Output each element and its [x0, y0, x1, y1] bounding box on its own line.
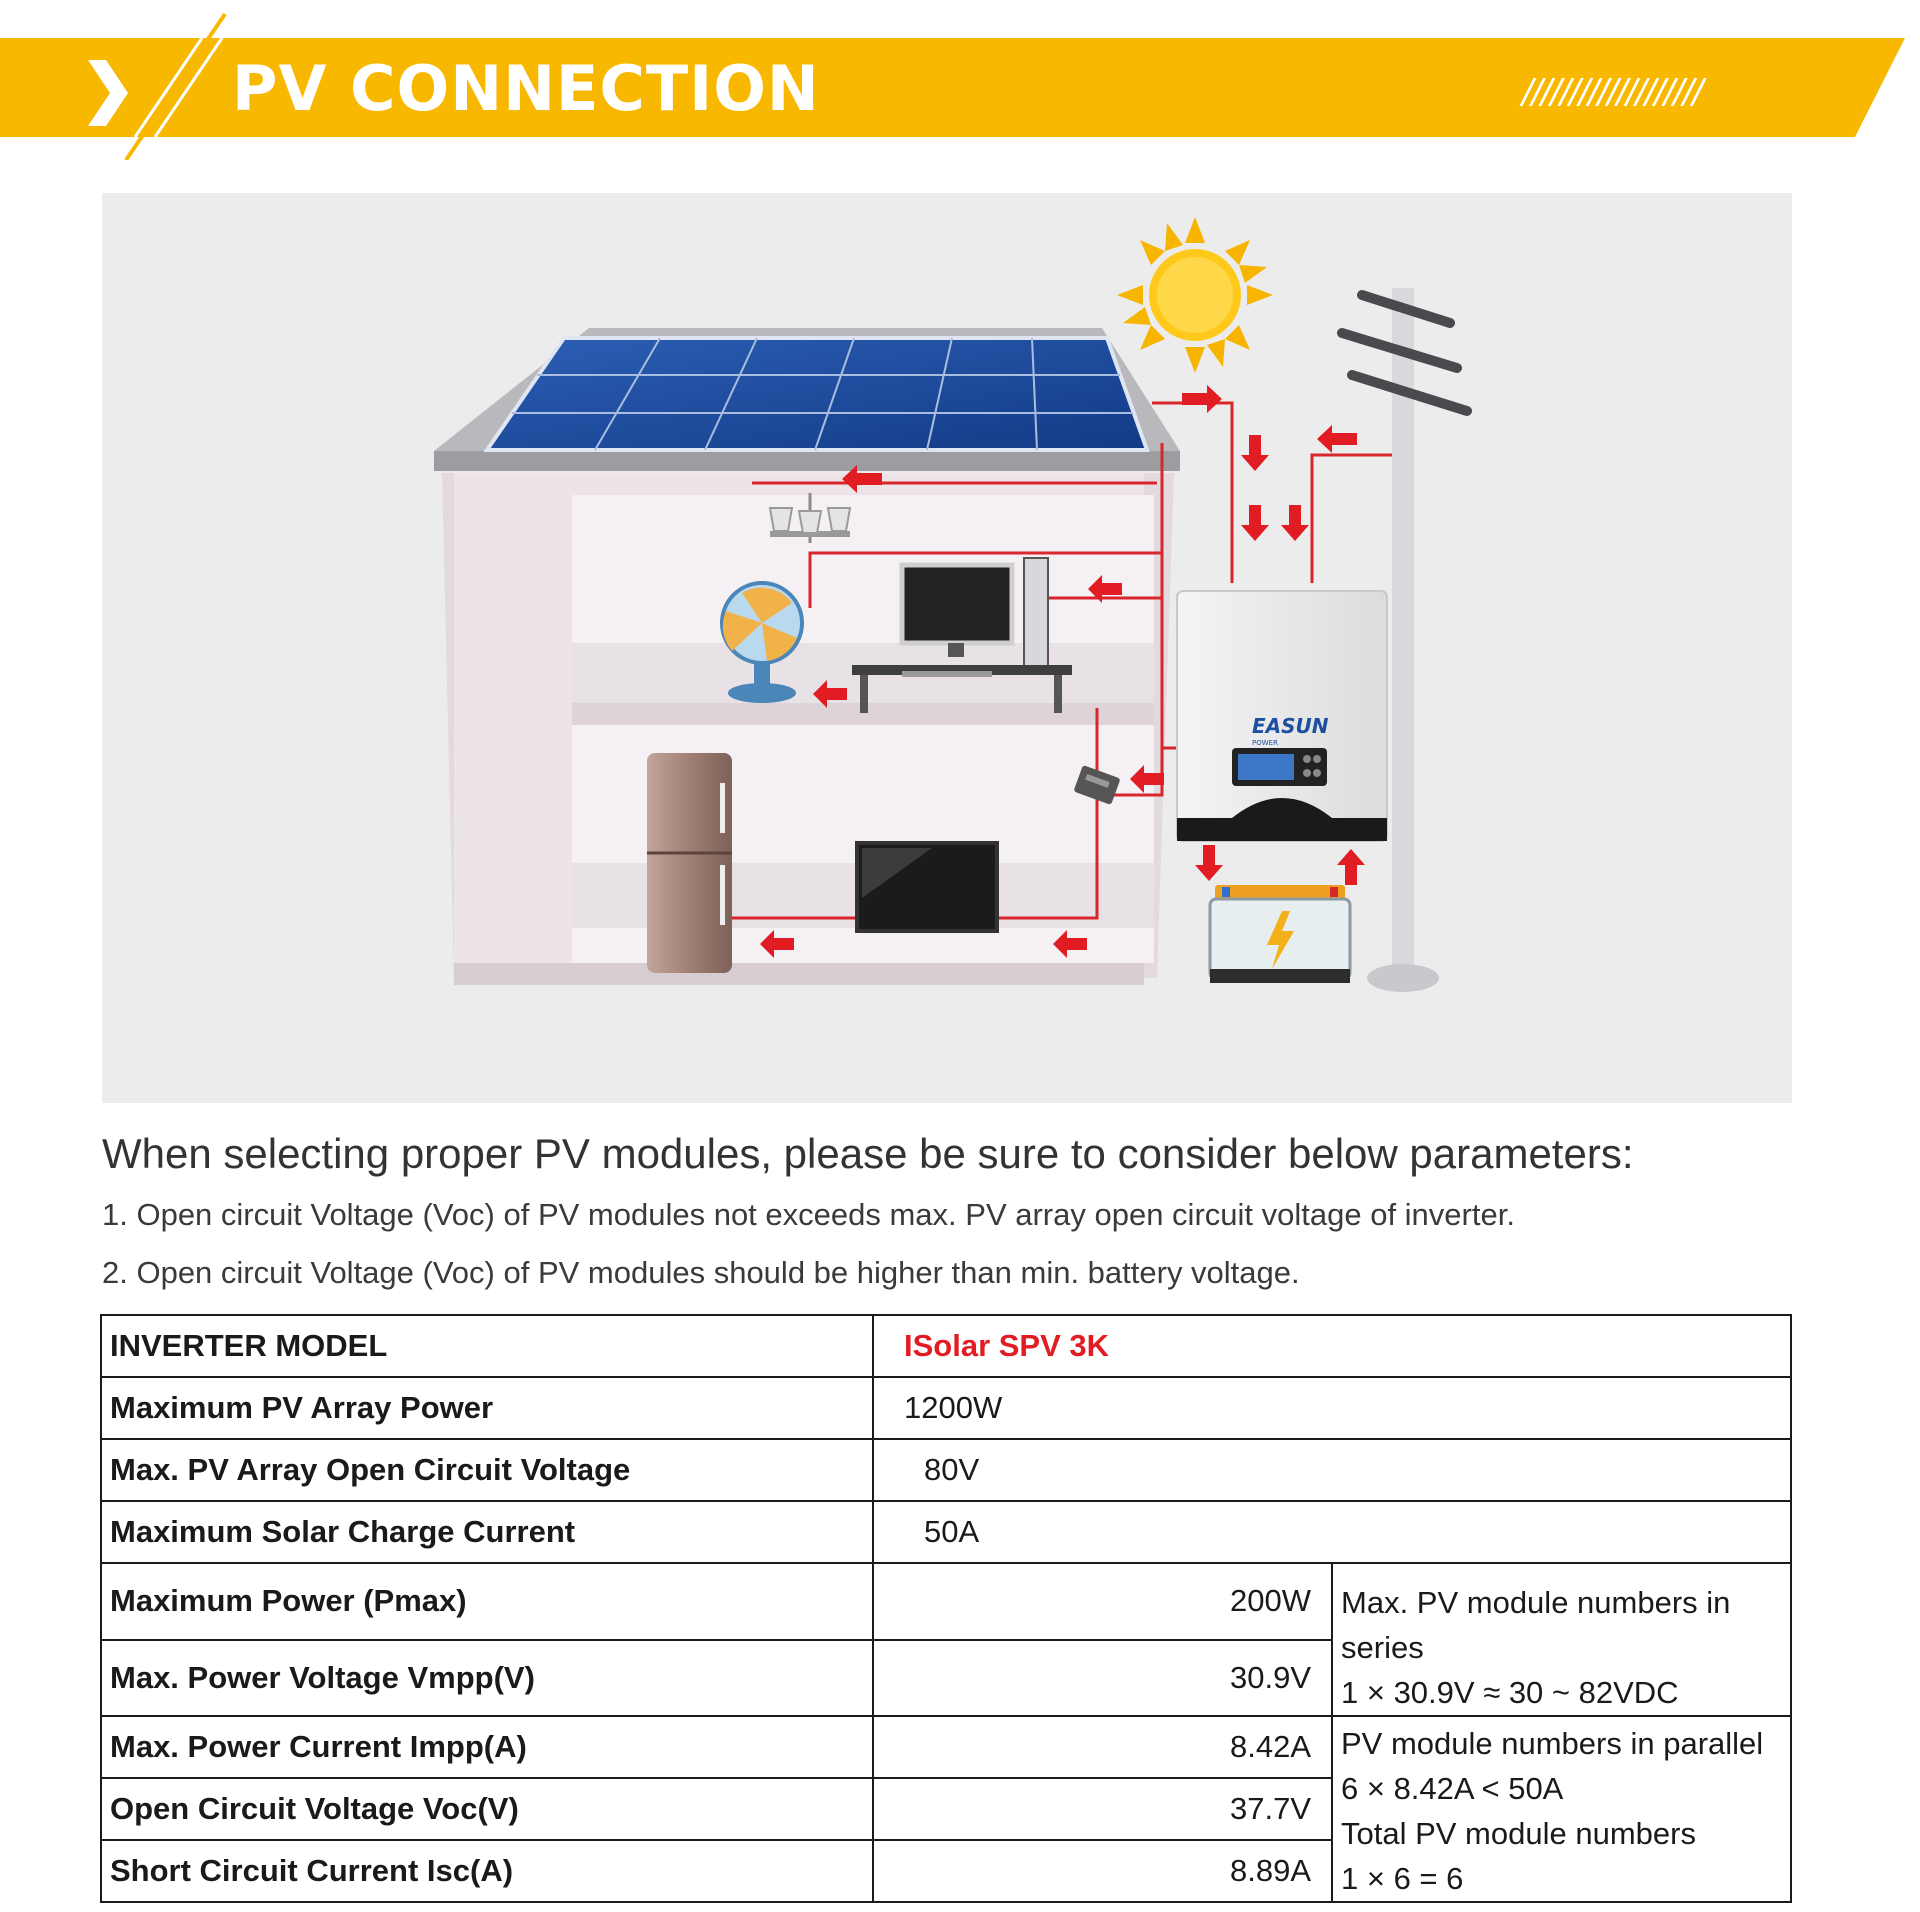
distribution-box-icon: [1074, 765, 1120, 805]
row-value: 1200W: [872, 1376, 1792, 1440]
row-value: 8.42A: [872, 1715, 1333, 1779]
pv-system-diagram: EASUN POWER: [434, 217, 1472, 992]
table-row: Maximum Power (Pmax) 200W Max. PV module…: [100, 1562, 1792, 1717]
inverter-icon: EASUN POWER: [1176, 590, 1388, 842]
intro-heading: When selecting proper PV modules, please…: [102, 1130, 1634, 1177]
table-row: Max. Power Voltage Vmpp(V) 30.9V: [100, 1638, 1791, 1717]
inverter-brand-sub: POWER: [1252, 739, 1278, 747]
inverter-brand: EASUN: [1252, 714, 1329, 738]
table-row: Open Circuit Voltage Voc(V) 37.7V: [100, 1777, 1791, 1841]
utility-pole-icon: [1337, 288, 1472, 992]
row-label: Maximum Power (Pmax): [100, 1562, 874, 1641]
row-label: Open Circuit Voltage Voc(V): [100, 1777, 874, 1841]
header-banner: PV CONNECTION ///////////////////: [0, 0, 1920, 160]
refrigerator-icon: [647, 753, 732, 973]
chevron-right-icon: [88, 60, 128, 126]
pv-system-illustration: EASUN POWER: [102, 193, 1792, 1103]
table-row: Max. PV Array Open Circuit Voltage 80V: [100, 1438, 1792, 1502]
parallel-note: PV module numbers in parallel 6 × 8.42A …: [1331, 1715, 1792, 1903]
row-value: 50A: [872, 1500, 1792, 1564]
computer-icon: [852, 557, 1072, 713]
inverter-model-value: ISolar SPV 3K: [872, 1314, 1792, 1378]
solar-panel-icon: [483, 336, 1150, 452]
row-label: Maximum PV Array Power: [100, 1376, 874, 1440]
intro-item: 2. Open circuit Voltage (Voc) of PV modu…: [102, 1255, 1300, 1290]
banner-shape: [0, 12, 1905, 160]
ceiling-lamp-icon: [768, 493, 852, 543]
lightning-icon: [1267, 911, 1294, 969]
banner-decoration: ///////////////////: [1522, 72, 1704, 112]
row-label: Short Circuit Current Isc(A): [100, 1839, 874, 1903]
row-value: 200W: [872, 1562, 1333, 1641]
note-line: 1 × 30.9V ≈ 30 ~ 82VDC: [1341, 1675, 1679, 1710]
row-value: 30.9V: [872, 1638, 1333, 1717]
row-value: 8.89A: [872, 1839, 1333, 1903]
row-value: 80V: [872, 1438, 1792, 1502]
slash-divider-icon: [124, 12, 227, 160]
row-label: Max. PV Array Open Circuit Voltage: [100, 1438, 874, 1502]
page-title: PV CONNECTION: [232, 52, 820, 125]
pv-spec-table: INVERTER MODEL ISolar SPV 3K Maximum PV …: [100, 1314, 1792, 1903]
table-row: Maximum PV Array Power 1200W: [100, 1376, 1792, 1440]
sun-icon: [1117, 217, 1273, 373]
series-note: Max. PV module numbers in series 1 × 30.…: [1331, 1562, 1792, 1717]
note-line: Max. PV module numbers in series: [1341, 1585, 1731, 1665]
note-line: PV module numbers in parallel: [1341, 1726, 1764, 1761]
row-label: INVERTER MODEL: [100, 1314, 874, 1378]
table-row: INVERTER MODEL ISolar SPV 3K: [100, 1314, 1792, 1378]
table-row: Short Circuit Current Isc(A) 8.89A: [100, 1839, 1791, 1903]
battery-icon: [1208, 885, 1352, 983]
note-line: Total PV module numbers: [1341, 1816, 1696, 1851]
intro-item: 1. Open circuit Voltage (Voc) of PV modu…: [102, 1197, 1515, 1232]
table-row: Max. Power Current Impp(A) 8.42A PV modu…: [100, 1715, 1792, 1903]
note-line: 1 × 6 = 6: [1341, 1861, 1464, 1896]
television-icon: [855, 841, 999, 933]
row-label: Max. Power Voltage Vmpp(V): [100, 1638, 874, 1717]
note-line: 6 × 8.42A < 50A: [1341, 1771, 1564, 1806]
row-label: Maximum Solar Charge Current: [100, 1500, 874, 1564]
table-row: Maximum Solar Charge Current 50A: [100, 1500, 1792, 1564]
row-label: Max. Power Current Impp(A): [100, 1715, 874, 1779]
desk-fan-icon: [720, 581, 804, 703]
row-value: 37.7V: [872, 1777, 1333, 1841]
